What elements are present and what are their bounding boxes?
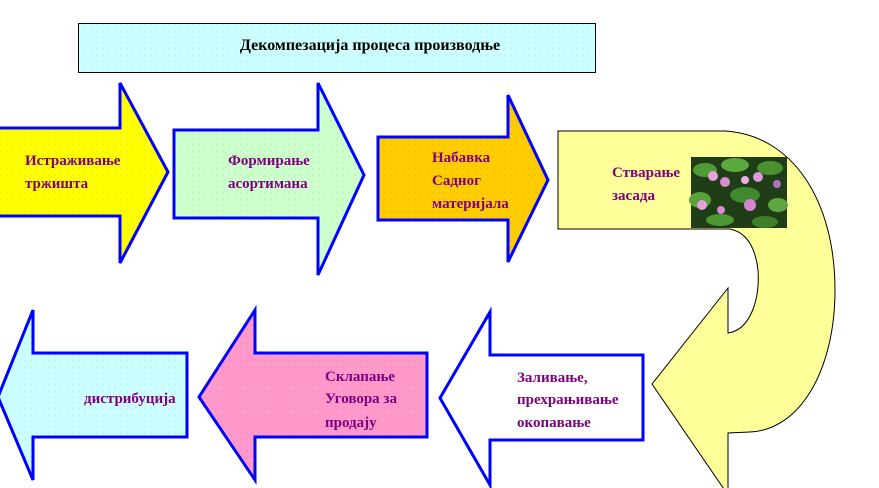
step-label: Заливање, — [517, 370, 588, 386]
step-label: окопавање — [517, 415, 591, 431]
title-box: Декомпезација процеса производње — [78, 23, 596, 73]
diagram-title: Декомпезација процеса производње — [240, 37, 500, 54]
water-lily-photo-icon — [689, 157, 788, 228]
step-arrow-watering: Заливање, прехрањивање окопавање — [438, 306, 645, 488]
step-label: асортимана — [228, 176, 308, 192]
step-label: Склапање — [325, 369, 395, 385]
step-arrow-market-research: Истраживање тржишта — [0, 82, 170, 264]
step-label: Набавка — [432, 150, 491, 166]
step-label: прехрањивање — [517, 392, 619, 408]
step-label: Истраживање — [25, 153, 121, 169]
step-label: продају — [325, 415, 377, 431]
step-label: тржишта — [25, 176, 89, 192]
step-arrow-contract: Склапање Уговора за продају — [197, 304, 429, 485]
step-label: дистрибуција — [84, 391, 176, 407]
step-uturn-planting: Стварање засада — [557, 130, 836, 488]
step-label: засада — [612, 188, 655, 204]
step-arrow-procurement: Набавка Садног материјала — [376, 94, 550, 263]
step-label: Стварање — [612, 165, 680, 181]
step-label: материјала — [432, 196, 509, 212]
step-label: Садног — [432, 173, 481, 189]
step-arrow-distribution: дистрибуција — [0, 309, 189, 481]
step-label: Уговора за — [325, 391, 397, 407]
step-arrow-assortment: Формирање асортимана — [172, 82, 366, 276]
step-label: Формирање — [228, 153, 310, 169]
